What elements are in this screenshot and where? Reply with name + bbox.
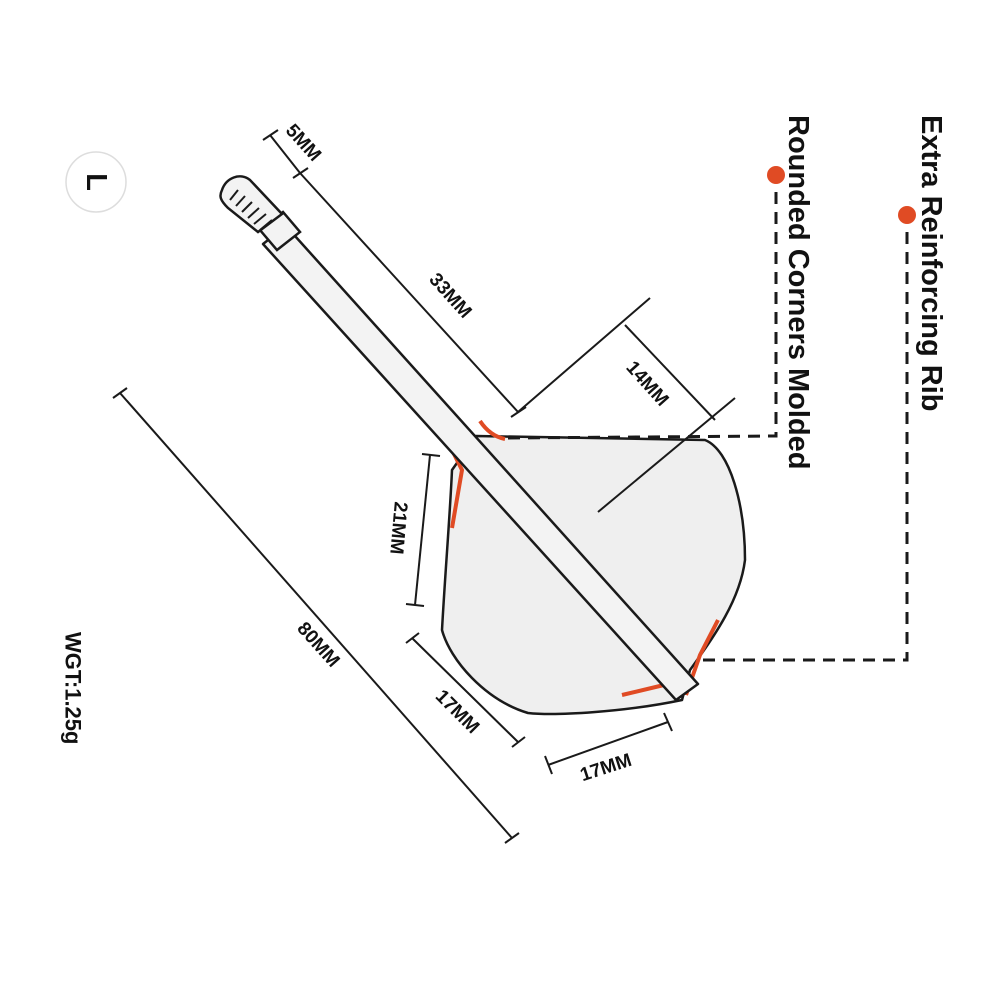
- dim-tick: [504, 832, 520, 844]
- dim-label-trail-b: 17MM: [578, 750, 635, 786]
- thread-line: [253, 213, 267, 225]
- dim-tick: [663, 712, 673, 732]
- dim-line-trail-a: [411, 637, 519, 743]
- callout-dot-rounded: [767, 166, 785, 184]
- dim-line-overall: [119, 392, 513, 839]
- dim-tick: [405, 632, 420, 644]
- dim-label-width: 14MM: [622, 357, 673, 410]
- dim-line-width: [624, 324, 716, 421]
- thread-line: [247, 207, 260, 219]
- dim-line-trail-b: [547, 721, 669, 766]
- dim-tick: [421, 453, 441, 457]
- feature-label-rib: Extra Reinforcing Rib: [915, 115, 947, 412]
- dim-label-overall: 80MM: [293, 618, 344, 671]
- dim-tick: [262, 129, 279, 141]
- rounded-corner-bottom: [621, 683, 665, 697]
- callout-leader-rounded: [504, 192, 778, 440]
- dimension-lines: [112, 129, 736, 844]
- dim-leader-b: [597, 397, 736, 513]
- size-badge-circle: [65, 151, 127, 213]
- dim-line-side: [414, 454, 431, 606]
- thread-line: [235, 195, 246, 207]
- dim-line-shaft: [299, 172, 519, 413]
- dim-tick: [511, 736, 526, 748]
- thread-line: [259, 219, 273, 231]
- shaft: [219, 175, 700, 702]
- dim-label-trail-a: 17MM: [431, 686, 483, 738]
- dim-tick: [112, 387, 128, 399]
- dim-label-shaft: 33MM: [425, 269, 476, 322]
- thread-line: [229, 189, 239, 201]
- dim-label-side: 21MM: [385, 501, 411, 555]
- dim-line-tip: [269, 134, 301, 174]
- size-badge-label: L: [80, 173, 112, 191]
- feature-label-rounded: Rounded Corners Molded: [782, 115, 814, 469]
- size-badge: L: [65, 151, 127, 213]
- dim-leader-a: [517, 297, 651, 413]
- thread-line: [241, 201, 253, 213]
- dim-tick: [405, 603, 425, 607]
- callout-dot-rib: [898, 206, 916, 224]
- weight-label: WGT:1.25g: [61, 632, 86, 744]
- callout-leader-rib: [700, 232, 909, 662]
- dim-tick: [544, 755, 553, 775]
- shaft-thread-tip: [219, 175, 284, 234]
- callouts: Rounded Corners Molded Extra Reinforcing…: [504, 115, 947, 662]
- rounded-corner-top: [478, 419, 506, 441]
